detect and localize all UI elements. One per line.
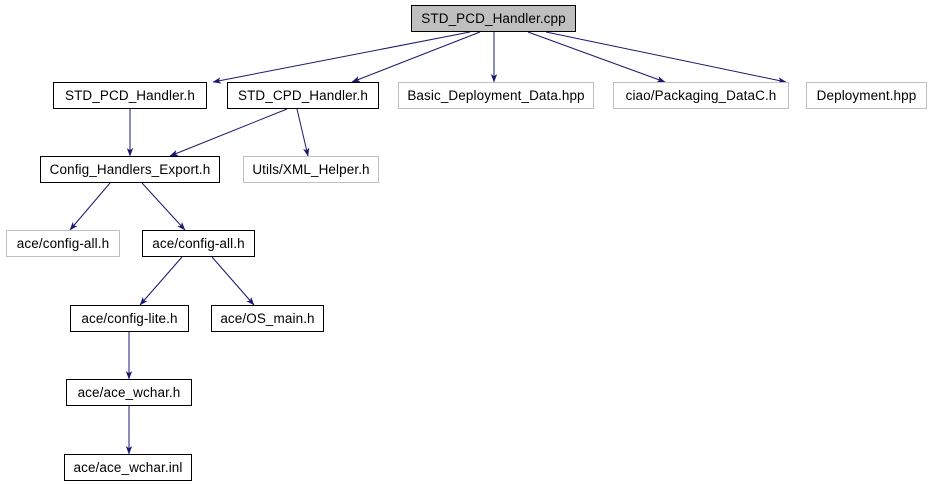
- node-label: ace/ace_wchar.h: [77, 384, 181, 400]
- node-std-pcd-handler-h[interactable]: STD_PCD_Handler.h: [53, 82, 207, 109]
- node-utils-xml-helper-h[interactable]: Utils/XML_Helper.h: [243, 156, 379, 183]
- node-std-pcd-handler-cpp[interactable]: STD_PCD_Handler.cpp: [411, 5, 576, 32]
- node-label: STD_PCD_Handler.h: [64, 87, 195, 103]
- node-config-handlers-export-h[interactable]: Config_Handlers_Export.h: [40, 156, 220, 183]
- node-ace-ace-wchar-inl[interactable]: ace/ace_wchar.inl: [64, 454, 192, 481]
- node-label: ace/OS_main.h: [220, 310, 315, 326]
- node-label: Utils/XML_Helper.h: [252, 161, 370, 177]
- edge-n2-to-n7: [296, 108, 310, 157]
- edge-n9-to-n10: [139, 256, 183, 306]
- node-label: Config_Handlers_Export.h: [49, 161, 211, 177]
- edges-group: [69, 31, 787, 455]
- node-deployment-hpp[interactable]: Deployment.hpp: [806, 82, 927, 109]
- node-ace-config-lite-h[interactable]: ace/config-lite.h: [70, 305, 189, 332]
- edge-n0-to-n4: [527, 31, 666, 83]
- node-label: Deployment.hpp: [816, 87, 917, 103]
- node-label: ciao/Packaging_DataC.h: [625, 87, 777, 103]
- node-label: ace/config-all.h: [152, 235, 245, 251]
- node-label: ace/ace_wchar.inl: [73, 459, 183, 475]
- node-label: STD_PCD_Handler.cpp: [421, 10, 566, 26]
- node-label: ace/config-all.h: [16, 235, 110, 251]
- node-label: Basic_Deployment_Data.hpp: [407, 87, 585, 103]
- node-ace-config-all-h[interactable]: ace/config-all.h: [6, 230, 120, 257]
- edge-n2-to-n6: [169, 108, 288, 157]
- node-label: STD_CPD_Handler.h: [237, 87, 368, 103]
- edge-n0-to-n2: [351, 31, 481, 83]
- edge-n9-to-n11: [211, 256, 255, 306]
- node-ace-ace-wchar-h[interactable]: ace/ace_wchar.h: [66, 379, 192, 406]
- edge-n6-to-n8: [69, 182, 111, 231]
- node-basic-deployment-data-hpp[interactable]: Basic_Deployment_Data.hpp: [398, 82, 594, 109]
- node-ciao-packaging-datac-h[interactable]: ciao/Packaging_DataC.h: [613, 82, 789, 109]
- node-label: ace/config-lite.h: [81, 310, 178, 326]
- edge-n0-to-n1: [212, 31, 471, 84]
- node-ace-os-main-h[interactable]: ace/OS_main.h: [211, 305, 324, 332]
- edge-n6-to-n9: [141, 182, 186, 231]
- node-ace-config-all-h[interactable]: ace/config-all.h: [142, 230, 255, 257]
- edge-n0-to-n5: [545, 31, 787, 84]
- node-std-cpd-handler-h[interactable]: STD_CPD_Handler.h: [227, 82, 379, 109]
